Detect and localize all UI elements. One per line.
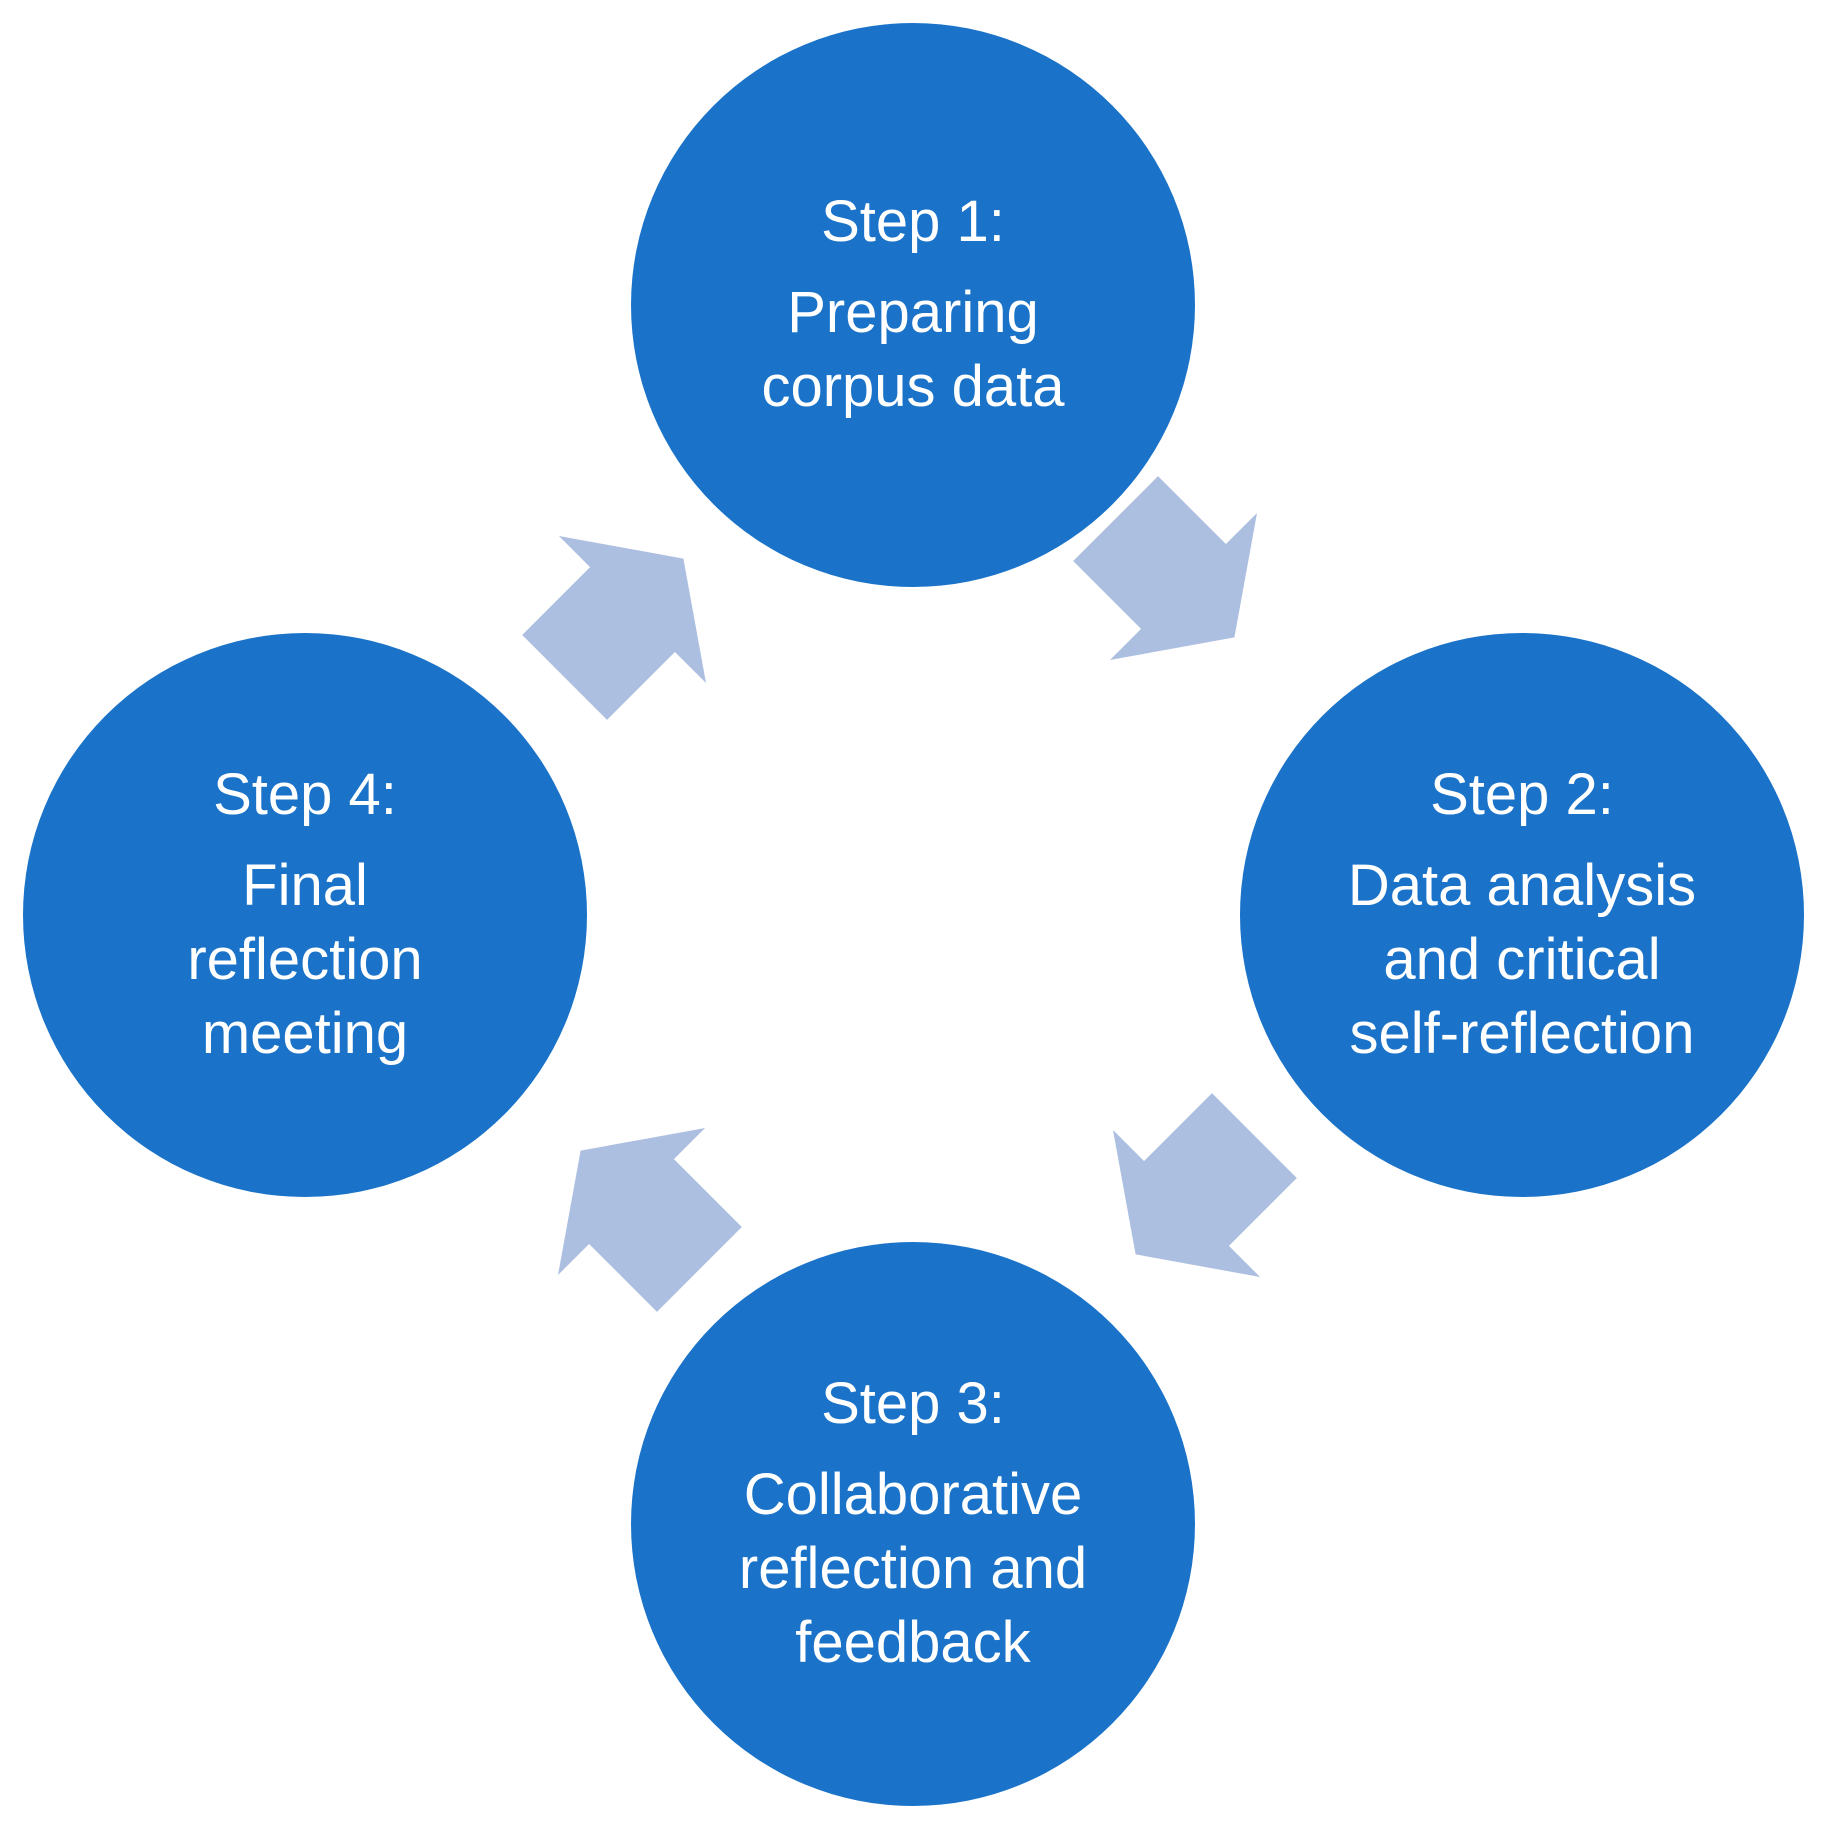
step-3-title: Step 3:	[821, 1370, 1005, 1436]
step-3-line-1: Collaborative	[743, 1462, 1083, 1528]
arrow-step4-to-step1-icon	[522, 535, 707, 720]
step-3-line-2: reflection and	[738, 1535, 1088, 1601]
step-1-line-1: Preparing	[787, 280, 1039, 346]
step-4-description: Final reflection meeting	[187, 849, 422, 1070]
step-4-circle: Step 4: Final reflection meeting	[23, 633, 587, 1197]
step-2-line-2: and critical	[1383, 926, 1661, 992]
step-1-description: Preparing corpus data	[761, 276, 1064, 423]
step-2-line-1: Data analysis	[1347, 853, 1697, 919]
step-2-line-3: self-reflection	[1349, 1000, 1695, 1066]
step-3-description: Collaborative reflection and feedback	[739, 1458, 1087, 1679]
arrow-step1-to-step2-icon	[1073, 476, 1258, 661]
arrow-step3-to-step4-icon	[557, 1127, 742, 1312]
step-4-line-1: Final	[242, 853, 368, 919]
step-4-line-3: meeting	[201, 1000, 409, 1066]
arrow-step2-to-step3-icon	[1112, 1093, 1297, 1278]
step-4-line-2: reflection	[187, 926, 423, 992]
step-2-title: Step 2:	[1430, 761, 1614, 827]
step-1-line-2: corpus data	[761, 353, 1065, 419]
step-1-circle: Step 1: Preparing corpus data	[631, 23, 1195, 587]
step-2-circle: Step 2: Data analysis and critical self-…	[1240, 633, 1804, 1197]
step-1-title: Step 1:	[821, 188, 1005, 254]
step-4-title: Step 4:	[213, 761, 397, 827]
step-3-circle: Step 3: Collaborative reflection and fee…	[631, 1242, 1195, 1806]
step-2-description: Data analysis and critical self-reflecti…	[1348, 849, 1696, 1070]
step-3-line-3: feedback	[795, 1609, 1031, 1675]
